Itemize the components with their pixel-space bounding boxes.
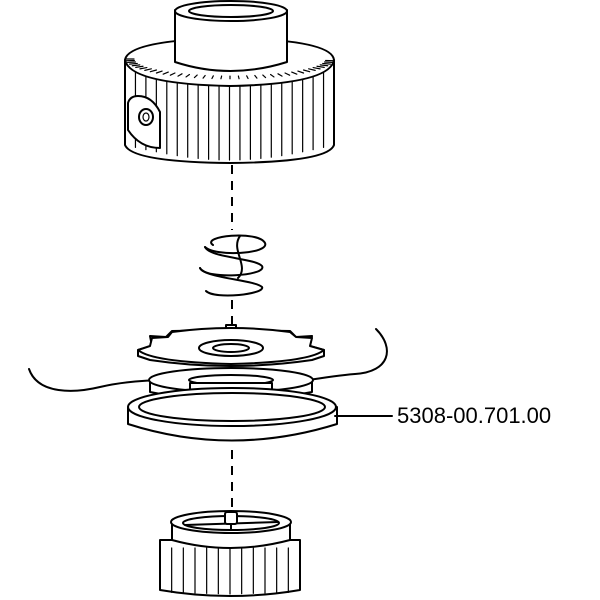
part-number-label: 5308-00.701.00: [397, 403, 552, 428]
housing-serration: [302, 69, 311, 73]
spring: [199, 234, 267, 297]
housing-serration: [131, 64, 141, 67]
housing-serration: [297, 70, 305, 74]
housing-serration: [155, 70, 163, 74]
housing-serration: [254, 74, 258, 79]
knob-ribs: [171, 547, 289, 595]
housing-serration: [177, 73, 183, 77]
bottom-knob: [159, 510, 301, 597]
housing-serration: [308, 68, 316, 71]
housing-serration: [322, 62, 332, 65]
housing-serration: [269, 73, 275, 78]
housing-serration: [220, 75, 223, 80]
housing-serration: [277, 73, 283, 77]
housing-serration: [262, 74, 267, 79]
housing-serration: [139, 66, 148, 70]
housing-serration: [135, 65, 144, 68]
housing-serration: [237, 75, 240, 80]
housing-serration: [128, 62, 138, 65]
housing-serration: [202, 74, 206, 79]
housing-serration: [211, 75, 214, 80]
housing-serration: [319, 64, 329, 67]
housing-serration: [284, 72, 291, 76]
housing-serration: [185, 73, 191, 78]
housing-serration: [162, 71, 169, 75]
housing-serration: [169, 72, 176, 76]
housing-serration: [144, 68, 152, 71]
housing-serration: [246, 75, 249, 80]
top-serrations: [125, 58, 335, 80]
housing-serration: [291, 71, 298, 75]
spool-cover-ring: [127, 387, 338, 442]
housing-serration: [149, 69, 158, 73]
housing-serration: [193, 74, 198, 79]
housing-serration: [316, 65, 325, 68]
housing-serration: [312, 66, 321, 70]
head-housing: [124, 0, 335, 164]
housing-ribs: [134, 71, 325, 161]
